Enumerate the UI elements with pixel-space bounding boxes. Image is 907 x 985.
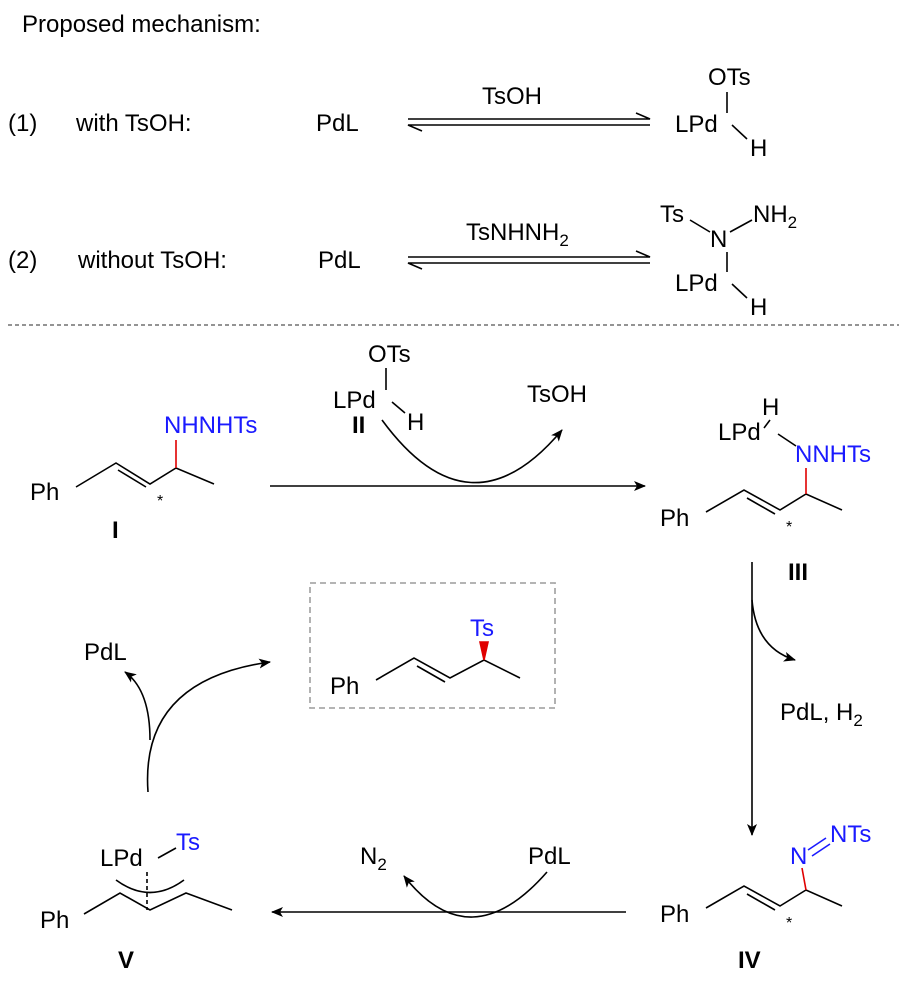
n2-byproduct: N2 — [360, 843, 387, 874]
lpd-label: LPd — [718, 419, 761, 446]
equilibrium-arrow — [407, 112, 651, 132]
h-label: H — [762, 394, 779, 421]
pdl-released: PdL — [84, 639, 127, 666]
eq1-h: H — [750, 135, 767, 162]
eq1-condition: with TsOH: — [75, 110, 192, 137]
ots-label: OTs — [368, 341, 411, 368]
ph-label: Ph — [30, 479, 59, 506]
compound-II: OTs LPd H II — [333, 341, 424, 439]
nts-label: NTs — [830, 821, 871, 848]
compound-I: Ph NHNHTs * I — [30, 412, 257, 544]
compound-IV: N NTs Ph * IV — [660, 821, 871, 974]
curved-arrow — [146, 658, 271, 793]
ts-label: Ts — [470, 615, 494, 642]
compound-label-II: II — [352, 412, 365, 439]
ph-label: Ph — [330, 673, 359, 700]
stereocenter-mark: * — [786, 915, 792, 932]
curved-arrow — [751, 599, 796, 662]
curved-arrow — [381, 419, 563, 484]
compound-V: LPd Ts Ph V — [40, 829, 233, 974]
eq2-nh2: NH2 — [753, 201, 797, 232]
eq2-index: (2) — [8, 247, 37, 274]
eq2-ts: Ts — [660, 201, 684, 228]
compound-label-V: V — [118, 947, 134, 974]
eq2-h: H — [750, 294, 767, 321]
product-box: Ph Ts — [309, 582, 556, 709]
eq2-reagent: TsNHNH2 — [466, 219, 569, 250]
nhnhts-label: NHNHTs — [164, 412, 257, 439]
lpd-label: LPd — [100, 845, 143, 872]
pdl-h2-byproduct: PdL, H2 — [780, 699, 863, 730]
compound-label-IV: IV — [738, 947, 761, 974]
compound-III: H LPd NNHTs Ph * III — [660, 394, 871, 586]
ph-label: Ph — [660, 901, 689, 928]
eq2-n: N — [710, 226, 727, 253]
ph-label: Ph — [660, 505, 689, 532]
h-label: H — [407, 409, 424, 436]
eq1-ots: OTs — [708, 64, 751, 91]
eq1-reactant: PdL — [316, 110, 359, 137]
tsoh-byproduct: TsOH — [527, 381, 587, 408]
ph-label: Ph — [40, 907, 69, 934]
equation-2: (2) without TsOH: PdL TsNHNH2 Ts N NH2 L… — [8, 201, 797, 321]
compound-label-I: I — [112, 517, 119, 544]
curved-arrow — [124, 671, 151, 741]
stereocenter-mark: * — [157, 493, 163, 510]
n-label: N — [790, 843, 807, 870]
equation-1: (1) with TsOH: PdL TsOH OTs LPd H — [8, 64, 767, 162]
ts-label: Ts — [176, 829, 200, 856]
stereocenter-mark: * — [786, 519, 792, 536]
title: Proposed mechanism: — [22, 11, 261, 38]
eq2-condition: without TsOH: — [77, 247, 227, 274]
equilibrium-arrow — [407, 250, 651, 270]
nnhts-label: NNHTs — [795, 441, 871, 468]
lpd-label: LPd — [333, 387, 376, 414]
eq2-lpd: LPd — [675, 270, 718, 297]
compound-label-III: III — [788, 559, 808, 586]
pdl-reagent: PdL — [528, 843, 571, 870]
eq1-reagent: TsOH — [482, 83, 542, 110]
eq1-lpd: LPd — [675, 111, 718, 138]
eq2-reactant: PdL — [318, 247, 361, 274]
curved-arrow — [403, 871, 548, 918]
eq1-index: (1) — [8, 110, 37, 137]
